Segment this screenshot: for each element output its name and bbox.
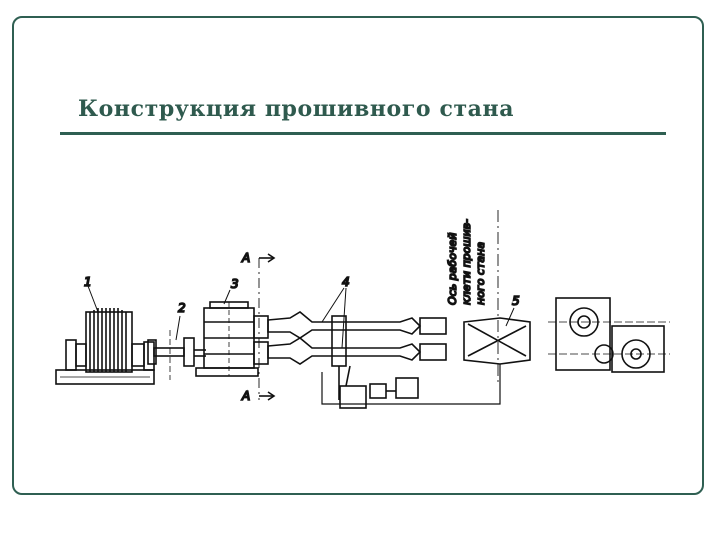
axis-label: Ось рабочей клети прошив- ного стана xyxy=(445,218,488,306)
callout-2: 2 xyxy=(178,301,186,315)
spindles xyxy=(267,311,447,400)
working-stand xyxy=(463,210,531,382)
callout-3: 3 xyxy=(231,277,239,291)
hydraulic-drive xyxy=(321,364,501,409)
coupling-shaft xyxy=(147,330,206,380)
title-underline xyxy=(60,132,666,135)
axis-label-line-2: клети прошив- xyxy=(460,219,473,305)
callout-5: 5 xyxy=(512,294,520,308)
axis-label-line-3: ного стана xyxy=(474,242,487,305)
gear-stand xyxy=(195,301,269,377)
section-marks xyxy=(258,253,276,401)
axis-label-line-1: Ось рабочей xyxy=(446,233,459,305)
slide-frame xyxy=(12,16,704,495)
slide-title: Конструкция прошивного стана xyxy=(78,96,515,122)
leader-lines xyxy=(87,285,515,349)
motor-assembly xyxy=(55,308,155,385)
section-label-bottom: А xyxy=(241,389,250,403)
callout-1: 1 xyxy=(84,275,92,289)
section-label-top: А xyxy=(241,251,250,265)
callout-4: 4 xyxy=(342,275,350,289)
end-view xyxy=(548,297,670,373)
